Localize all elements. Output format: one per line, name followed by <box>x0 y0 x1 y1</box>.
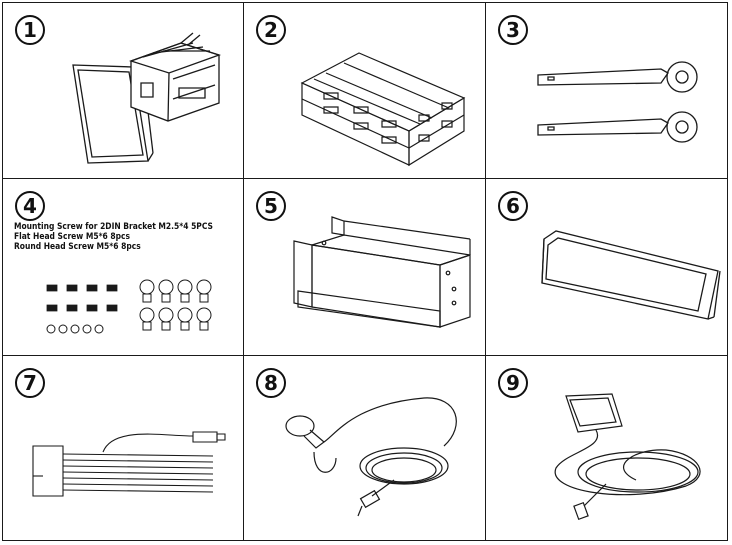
panel-2: 2 <box>243 2 487 180</box>
screws-icon <box>3 179 246 358</box>
panel-3: 3 <box>485 2 728 180</box>
panel-5: 5 <box>243 178 487 357</box>
double-din-cage-icon <box>244 3 488 181</box>
head-unit-icon <box>3 3 246 181</box>
panel-7: 7 <box>2 355 245 541</box>
removal-keys-icon <box>486 3 729 181</box>
panel-number-1: 1 <box>15 15 45 45</box>
panel-number-6: 6 <box>498 191 528 221</box>
panel-4: 4 Mounting Screw for 2DIN Bracket M2.5*4… <box>2 178 245 357</box>
panel-number-3: 3 <box>498 15 528 45</box>
microphone-icon <box>244 356 488 542</box>
screw-description: Mounting Screw for 2DIN Bracket M2.5*4 5… <box>14 221 244 251</box>
panel-number-7: 7 <box>15 368 45 398</box>
panel-8: 8 <box>243 355 487 541</box>
panel-number-2: 2 <box>256 15 286 45</box>
panel-1: 1 <box>2 2 245 180</box>
screw-line-3: Round Head Screw M5*6 8pcs <box>14 241 141 251</box>
wire-harness-icon <box>3 356 246 542</box>
panel-9: 9 <box>485 355 728 541</box>
panel-number-4: 4 <box>15 191 45 221</box>
panel-6: 6 <box>485 178 728 357</box>
screw-line-2: Flat Head Screw M5*6 8pcs <box>14 231 130 241</box>
mounting-bracket-icon <box>244 179 488 358</box>
panel-number-9: 9 <box>498 368 528 398</box>
panel-number-8: 8 <box>256 368 286 398</box>
gps-antenna-icon <box>486 356 729 542</box>
trim-frame-icon <box>486 179 729 358</box>
panel-number-5: 5 <box>256 191 286 221</box>
screw-line-1: Mounting Screw for 2DIN Bracket M2.5*4 5… <box>14 221 213 231</box>
